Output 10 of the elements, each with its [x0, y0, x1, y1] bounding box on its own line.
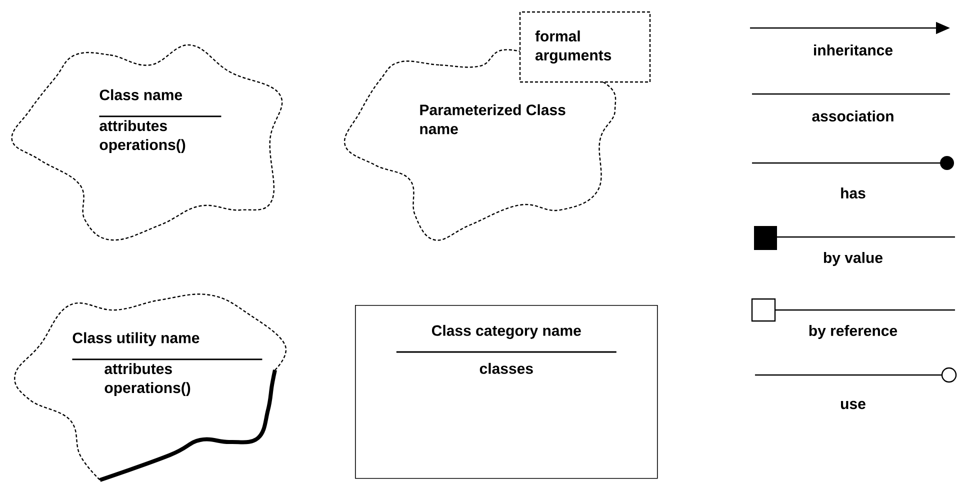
class-cloud: Class name attributes operations() [11, 44, 283, 241]
legend-label: association [812, 110, 894, 122]
class-category-box: Class category name classes [355, 305, 658, 479]
class-utility-cloud: Class utility name attributes operations() [14, 294, 286, 482]
legend-label: use [841, 400, 866, 410]
legend-label: by value [824, 252, 882, 266]
legend-label: has [841, 188, 866, 198]
legend-label: by reference [809, 325, 898, 339]
legend-label: inheritance [814, 44, 892, 56]
formal-arguments-box: formal arguments [519, 11, 651, 83]
